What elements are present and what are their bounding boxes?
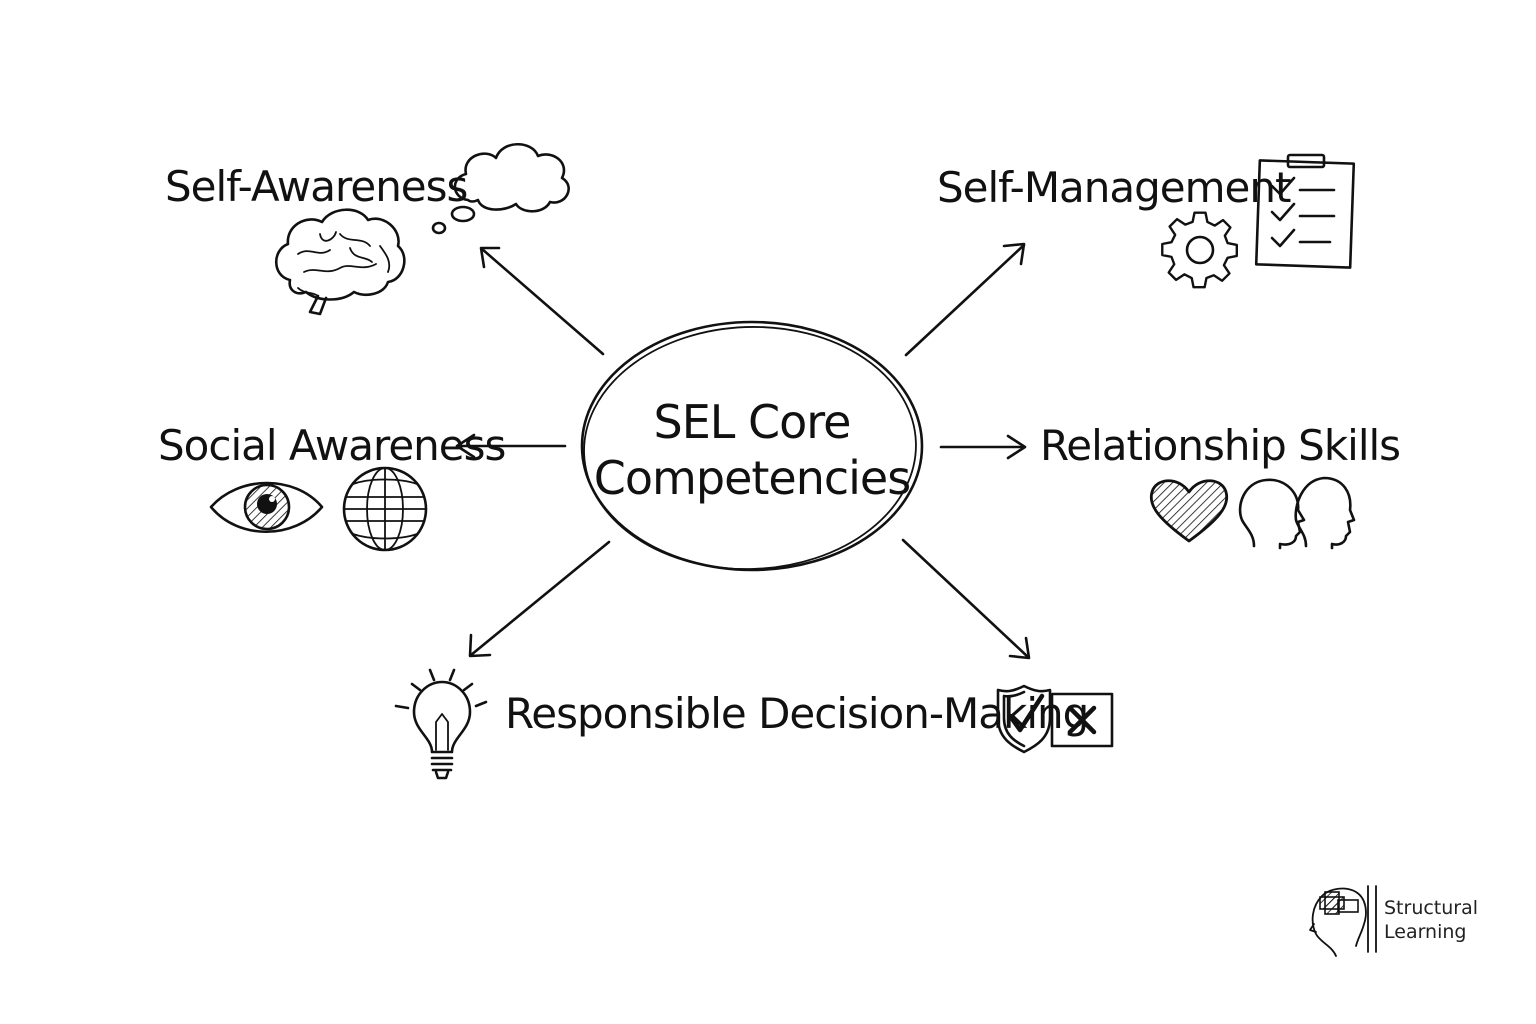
- center-title-line1: SEL Core: [654, 395, 851, 449]
- heart-icon: [1149, 479, 1229, 543]
- label-responsible-decision-making: Responsible Decision-Making: [505, 689, 1088, 738]
- thought-cloud-icon: [431, 143, 570, 235]
- x-box-icon: [1050, 692, 1114, 748]
- clipboard-checklist-icon: [1254, 153, 1356, 269]
- brand-name-line1: Structural: [1384, 897, 1478, 919]
- brand-name-line2: Learning: [1384, 921, 1467, 943]
- arrow-to-self-management: [904, 242, 1026, 357]
- lightbulb-icon: [394, 668, 488, 780]
- center-title-line2: Competencies: [594, 451, 910, 505]
- two-heads-icon: [1238, 476, 1356, 550]
- label-social-awareness: Social Awareness: [158, 421, 505, 470]
- arrow-to-relationship-skills: [939, 434, 1027, 460]
- arrow-to-responsible-decision-making: [468, 540, 611, 658]
- brain-icon: [274, 208, 406, 316]
- label-self-management: Self-Management: [937, 163, 1291, 212]
- arrow-to-self-awareness: [479, 246, 605, 356]
- label-self-awareness: Self-Awareness: [165, 162, 467, 211]
- arrow-to-bottom-right: [901, 538, 1031, 660]
- eye-icon: [209, 481, 324, 534]
- globe-icon: [342, 466, 428, 552]
- structural-learning-logo: [1309, 885, 1377, 957]
- label-relationship-skills: Relationship Skills: [1040, 421, 1400, 470]
- arrow-to-social-awareness: [455, 433, 567, 459]
- gear-icon: [1161, 211, 1238, 289]
- center-ellipse: [580, 320, 924, 572]
- shield-check-icon: [996, 684, 1052, 754]
